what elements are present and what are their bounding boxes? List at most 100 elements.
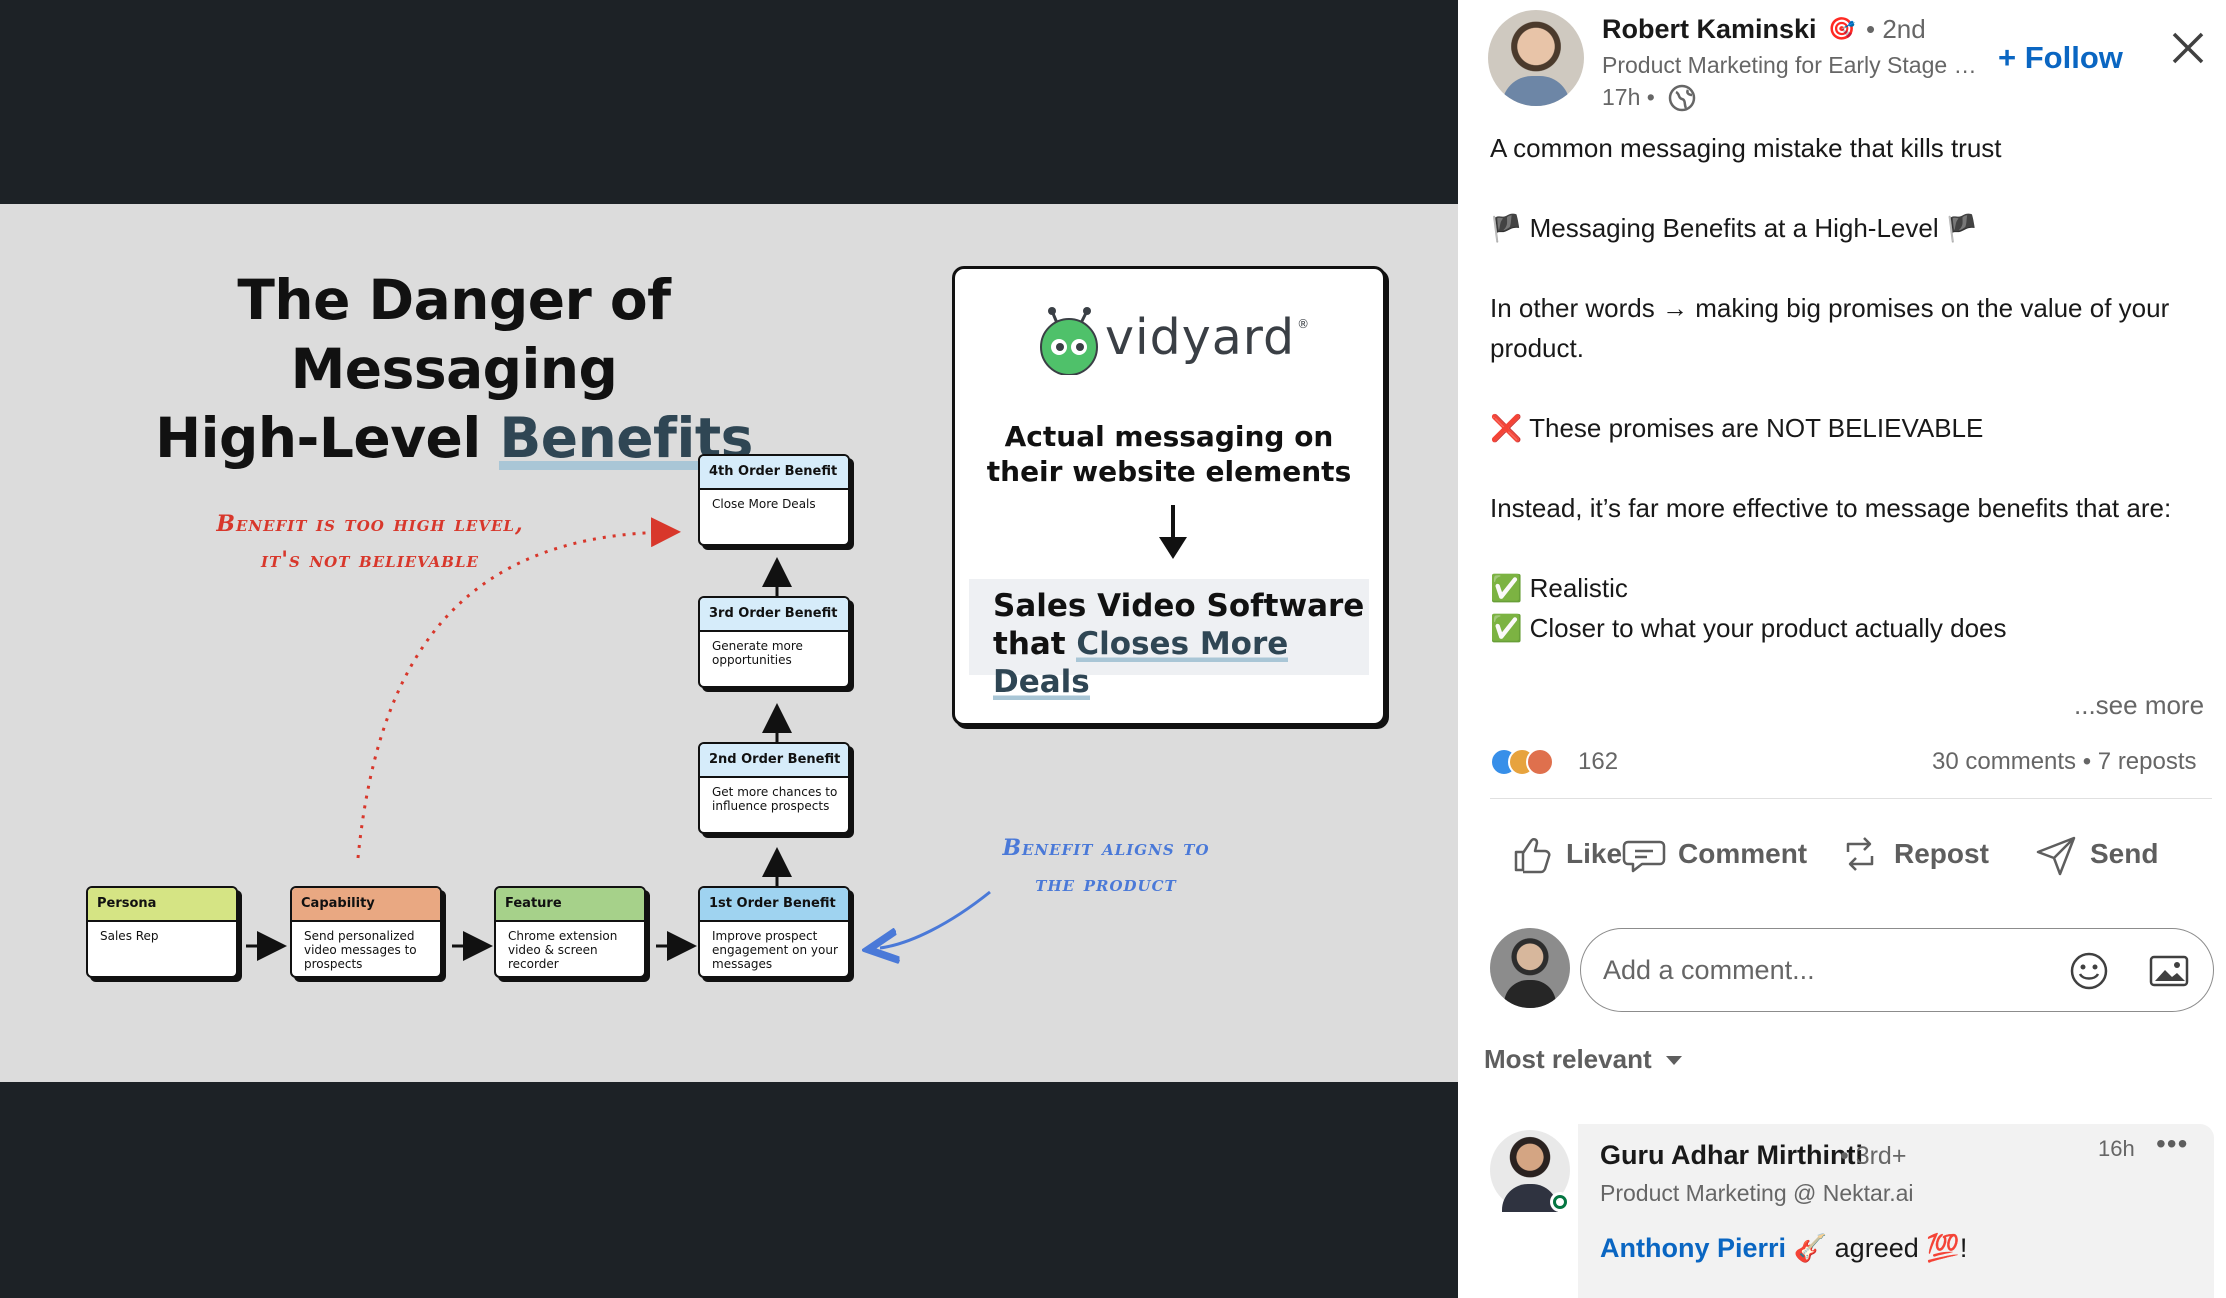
vidyard-registered-mark: ® — [1297, 317, 1311, 331]
media-viewer: The Danger of Messaging High-Level Benef… — [0, 0, 1458, 1298]
reaction-count[interactable]: 162 — [1578, 748, 1619, 775]
follow-button[interactable]: + Follow — [1998, 40, 2123, 75]
post-text-line: Instead, it’s far more effective to mess… — [1490, 493, 2172, 523]
send-button[interactable]: Send — [2034, 826, 2158, 882]
paragraph-gap — [1490, 448, 2210, 488]
thumbs-up-icon — [1514, 838, 1551, 874]
post-time: 17h • — [1602, 84, 1655, 110]
post-image-slide[interactable]: The Danger of Messaging High-Level Benef… — [0, 204, 1458, 1082]
node-body: Sales Rep — [100, 929, 159, 943]
emoji-icon[interactable] — [2067, 949, 2111, 993]
post-text-line: ✅ Realistic — [1490, 573, 1628, 603]
comment-label: Comment — [1678, 838, 1808, 869]
commenter-degree: • 3rd+ — [1840, 1142, 1907, 1170]
post-text-line: A common messaging mistake that kills tr… — [1490, 133, 2002, 163]
comment-input-box[interactable]: Add a comment... — [1580, 928, 2214, 1012]
globe-icon — [1668, 84, 1696, 112]
divider — [1490, 798, 2212, 799]
vidyard-quote-line1: Sales Video Software — [993, 588, 1365, 624]
comment-text: Anthony Pierri 🎸 agreed 💯! — [1600, 1232, 1967, 1264]
send-icon — [2036, 836, 2076, 876]
vidyard-example-card: vidyard® Actual messaging on their websi… — [952, 266, 1386, 726]
chevron-down-icon[interactable] — [1666, 1056, 1682, 1065]
paragraph-gap — [1490, 368, 2210, 408]
comment-input[interactable]: Add a comment... — [1603, 955, 1815, 985]
comments-reposts-count[interactable]: 30 comments • 7 reposts — [1932, 748, 2197, 775]
red-annotation: Benefit is too high level, it's not beli… — [196, 506, 544, 578]
close-icon[interactable] — [2166, 26, 2210, 70]
comment-body: 🎸 agreed 💯! — [1793, 1233, 1968, 1263]
node-body: Send personalized video messages to pros… — [304, 929, 417, 971]
vidyard-quote-prefix: that — [993, 626, 1077, 662]
repost-label: Repost — [1894, 838, 1989, 869]
node-header: 4th Order Benefit — [700, 456, 848, 490]
comment-button[interactable]: Comment — [1622, 826, 1807, 882]
node-body: Generate more opportunities — [712, 639, 803, 667]
node-header: 2nd Order Benefit — [700, 744, 848, 778]
red-annotation-line1: Benefit is too high level, — [216, 511, 524, 537]
vidyard-logo: vidyard® — [1035, 305, 1315, 375]
blue-annotation-line2: the product — [1035, 871, 1177, 897]
commenter-headline: Product Marketing @ Nektar.ai — [1600, 1180, 1914, 1206]
blue-annotation-line1: Benefit aligns to — [1002, 835, 1210, 861]
vidyard-caption: Actual messaging on their website elemen… — [955, 419, 1383, 489]
vidyard-wordmark: vidyard® — [1105, 309, 1310, 366]
comment-card: Guru Adhar Mirthinti • 3rd+ Product Mark… — [1578, 1124, 2214, 1298]
comment-mention-link[interactable]: Anthony Pierri — [1600, 1233, 1787, 1263]
vidyard-quote-line2: that Closes More Deals — [993, 625, 1369, 701]
author-badge-icon: 🎯 — [1828, 16, 1856, 41]
red-annotation-line2: it's not believable — [261, 547, 479, 573]
slide-title-line2-prefix: High-Level — [155, 406, 500, 470]
blue-annotation: Benefit aligns to the product — [956, 830, 1256, 902]
post-text-line: ✅ Closer to what your product actually d… — [1490, 613, 2007, 643]
post-text-line: In other words → making big promises on … — [1490, 293, 2170, 363]
paragraph-gap — [1490, 528, 2210, 568]
paragraph-gap — [1490, 248, 2210, 288]
comment-icon — [1622, 840, 1666, 873]
down-arrow-icon — [1159, 505, 1187, 559]
slide-title-line2: High-Level Benefits — [90, 404, 818, 473]
node-header: 3rd Order Benefit — [700, 598, 848, 632]
comment-time: 16h — [2098, 1136, 2135, 1161]
love-reaction-icon — [1526, 748, 1554, 776]
slide-title: The Danger of Messaging High-Level Benef… — [90, 266, 818, 473]
current-user-avatar[interactable] — [1490, 928, 1570, 1008]
node-header: Capability — [292, 888, 440, 922]
post-panel: Robert Kaminski 🎯 • 2nd Product Marketin… — [1458, 0, 2226, 1298]
image-icon[interactable] — [2147, 949, 2191, 993]
see-more-link[interactable]: ...see more — [2074, 690, 2205, 720]
node-body: Improve prospect engagement on your mess… — [712, 929, 838, 971]
repost-button[interactable]: Repost — [1838, 826, 1989, 882]
author-headline: Product Marketing for Early Stage Startu… — [1602, 52, 1990, 78]
commenter-name[interactable]: Guru Adhar Mirthinti — [1600, 1140, 1863, 1170]
post-body: A common messaging mistake that kills tr… — [1490, 128, 2210, 648]
author-avatar[interactable] — [1488, 10, 1584, 106]
comment-more-options-icon[interactable]: ••• — [2156, 1128, 2189, 1159]
vidyard-mascot-icon — [1040, 307, 1098, 375]
comment-sort-select[interactable]: Most relevant — [1484, 1044, 1652, 1074]
online-status-icon — [1550, 1192, 1570, 1212]
post-text-line: 🏴 Messaging Benefits at a High-Level 🏴 — [1490, 213, 1979, 243]
red-dotted-arrow — [356, 517, 681, 859]
like-button[interactable]: Like — [1510, 826, 1622, 882]
author-avatar-shirt — [1502, 76, 1570, 106]
author-name[interactable]: Robert Kaminski — [1602, 14, 1817, 44]
node-header: 1st Order Benefit — [700, 888, 848, 922]
repost-icon — [1846, 837, 1874, 871]
node-body: Chrome extension video & screen recorder — [508, 929, 618, 971]
vidyard-quote: Sales Video Software that Closes More De… — [969, 579, 1369, 700]
post-text-line: ❌ These promises are NOT BELIEVABLE — [1490, 413, 1984, 443]
like-label: Like — [1566, 838, 1623, 869]
flow-connectors — [246, 517, 991, 1082]
blue-arrow — [880, 890, 991, 948]
node-body: Close More Deals — [712, 497, 816, 511]
node-header: Persona — [88, 888, 236, 922]
vidyard-caption-line2: their website elements — [986, 455, 1352, 488]
